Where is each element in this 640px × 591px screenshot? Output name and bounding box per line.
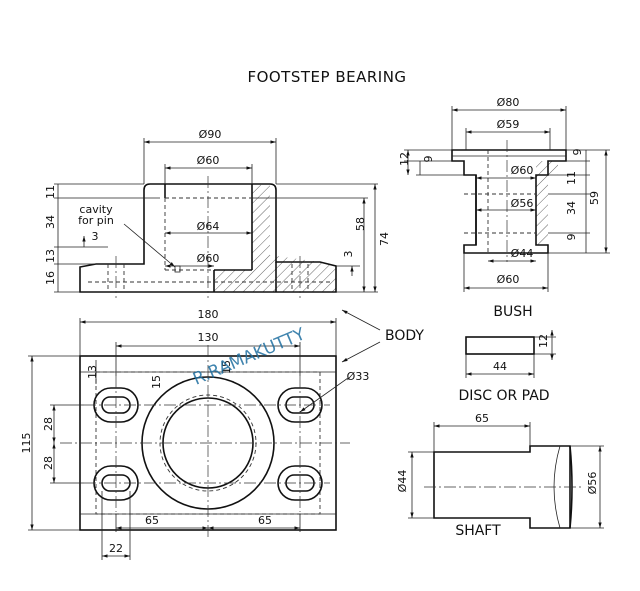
cavity-note-line1: cavity [79,203,113,216]
bush-dim-d59: Ø59 [497,118,520,131]
bush-dim-d80: Ø80 [497,96,520,109]
dim-h13: 13 [44,249,57,263]
bush-view: Ø80 Ø59 Ø60 Ø56 Ø44 Ø60 12 9 9 11 [398,96,610,292]
body-top-view: 180 130 115 28 28 13 15 15 Ø33 65 65 [20,308,369,560]
bush-dim-d56: Ø56 [511,197,534,210]
dim-d33: Ø33 [347,370,370,383]
bush-dim-h9-left: 9 [422,156,435,163]
shaft-view: 65 Ø44 Ø56 [396,412,604,529]
dim-h74: 74 [378,232,391,246]
bush-dim-d60-top: Ø60 [511,164,534,177]
shaft-dim-d44: Ø44 [396,470,409,493]
dim-w180: 180 [198,308,219,321]
dim-r13: 13 [86,365,99,379]
dim-d90: Ø90 [199,128,222,141]
bush-dim-h9-bottom: 9 [565,234,578,241]
dim-d60-bottom: Ø60 [197,252,220,265]
dim-w130: 130 [198,331,219,344]
dim-r15: 15 [150,375,163,389]
bush-dim-h12: 12 [398,152,411,166]
dim-w65-right: 65 [258,514,272,527]
bush-dim-d44: Ø44 [511,247,534,260]
dim-r15b: 15 [220,360,233,374]
bush-dim-h34: 34 [565,201,578,215]
dim-h58: 58 [354,217,367,231]
cavity-note-line2: for pin [78,214,114,227]
bush-dim-h11: 11 [565,171,578,185]
bush-dim-h9-right: 9 [571,149,584,156]
disc-dim-w44: 44 [493,360,507,373]
dim-3-right: 3 [342,251,355,258]
dim-h115: 115 [20,433,33,454]
label-disc: DISC OR PAD [458,388,549,404]
dim-3-left: 3 [92,230,99,243]
label-bush: BUSH [493,304,532,320]
shaft-dim-d56: Ø56 [586,472,599,495]
shaft-dim-w65: 65 [475,412,489,425]
drawing-title: FOOTSTEP BEARING [247,68,406,86]
dim-h34: 34 [44,215,57,229]
dim-h28-lower: 28 [42,456,55,470]
disc-view: 12 44 [465,330,556,378]
dim-h11: 11 [44,185,57,199]
dim-w22: 22 [109,542,123,555]
label-body: BODY [385,328,424,344]
label-shaft: SHAFT [455,523,501,539]
bush-dim-d60-bottom: Ø60 [497,273,520,286]
dim-h16: 16 [44,271,57,285]
dim-d64: Ø64 [197,220,220,233]
bush-dim-h59: 59 [588,191,601,205]
dim-d60-top: Ø60 [197,154,220,167]
body-front-view: cavity for pin Ø90 Ø60 Ø64 Ø60 11 34 13 … [44,128,391,298]
dim-w65-left: 65 [145,514,159,527]
dim-h28-upper: 28 [42,417,55,431]
disc-dim-h12: 12 [537,334,550,348]
